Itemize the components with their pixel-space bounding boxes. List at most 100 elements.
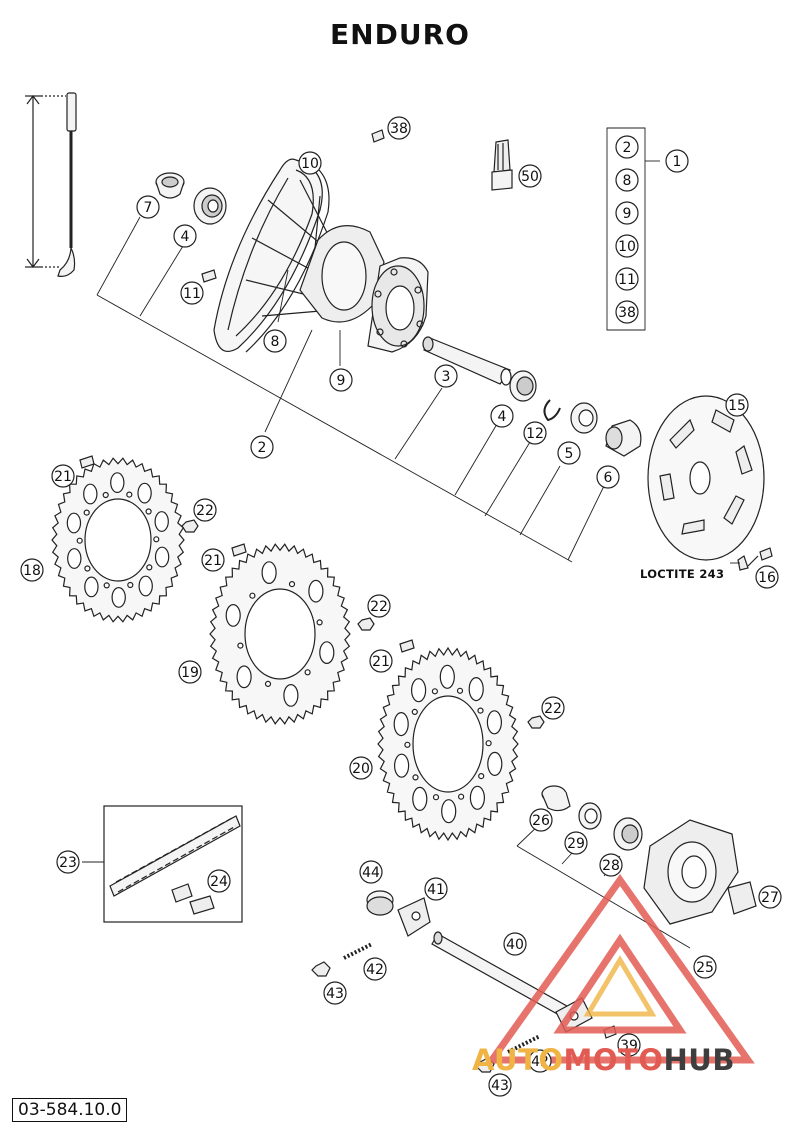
callout-label: 2 xyxy=(258,440,267,456)
callout-label: 7 xyxy=(144,200,153,216)
callout-bubble xyxy=(596,465,620,489)
sprocket-20 xyxy=(377,646,519,842)
callout-label: 43 xyxy=(326,986,344,1002)
bearing-4-upper xyxy=(193,187,227,225)
callout-bubble xyxy=(323,981,347,1005)
callout-label: 1 xyxy=(673,154,682,170)
callout-38b: 38 xyxy=(615,300,639,324)
callout-bubble xyxy=(387,116,411,140)
callout-bubble xyxy=(250,435,274,459)
spacer-26 xyxy=(541,785,571,812)
callout-label: 22 xyxy=(544,701,562,717)
callout-bubble xyxy=(424,877,448,901)
watermark-part-1: AUTO xyxy=(472,1043,564,1077)
callout-label: 20 xyxy=(352,761,370,777)
callout-label: 42 xyxy=(366,962,384,978)
callout-bubble xyxy=(503,932,527,956)
chain-adjuster-41 xyxy=(397,897,431,937)
callout-41: 41 xyxy=(424,877,448,901)
callout-5: 5 xyxy=(557,441,581,465)
callout-bubble xyxy=(758,885,782,909)
callout-label: 28 xyxy=(602,858,620,874)
callout-label: 9 xyxy=(337,373,346,389)
callout-label: 10 xyxy=(301,156,319,172)
callout-22c: 22 xyxy=(541,696,565,720)
callout-8a: 8 xyxy=(263,329,287,353)
callout-3: 3 xyxy=(434,364,458,388)
callout-bubble xyxy=(564,831,588,855)
callout-2b: 2 xyxy=(615,135,639,159)
callout-label: 50 xyxy=(521,169,539,185)
callout-label: 11 xyxy=(618,272,636,288)
watermark-logo xyxy=(485,873,755,1064)
callout-label: 24 xyxy=(210,874,228,890)
callout-label: 18 xyxy=(23,563,41,579)
callout-44: 44 xyxy=(359,860,383,884)
callout-label: 16 xyxy=(758,570,776,586)
callout-bubble xyxy=(523,421,547,445)
callout-bubble xyxy=(369,649,393,673)
callout-18: 18 xyxy=(20,558,44,582)
callout-label: 8 xyxy=(271,334,280,350)
callout-bubble xyxy=(180,281,204,305)
adjuster-44 xyxy=(366,890,394,916)
callout-label: 22 xyxy=(370,599,388,615)
callout-bubble xyxy=(615,234,639,258)
callout-43a: 43 xyxy=(323,981,347,1005)
spacer-sleeve-3 xyxy=(422,336,512,386)
callout-bubble xyxy=(51,464,75,488)
callout-label: 43 xyxy=(491,1078,509,1094)
callout-label: 26 xyxy=(532,813,550,829)
callout-label: 21 xyxy=(204,553,222,569)
callout-19: 19 xyxy=(178,660,202,684)
callout-bubble xyxy=(136,195,160,219)
callout-bubble xyxy=(615,267,639,291)
callout-25: 25 xyxy=(693,955,717,979)
callout-12: 12 xyxy=(523,421,547,445)
watermark-text: AUTOMOTOHUB xyxy=(472,1043,735,1077)
callout-bubble xyxy=(298,151,322,175)
callout-bubble xyxy=(263,329,287,353)
callout-label: 22 xyxy=(196,503,214,519)
brake-disc-15 xyxy=(647,395,765,561)
callout-label: 4 xyxy=(181,229,190,245)
loctite-note: LOCTITE 243 xyxy=(640,567,725,581)
callout-29: 29 xyxy=(564,831,588,855)
callout-label: 41 xyxy=(427,882,445,898)
callout-bubble xyxy=(557,441,581,465)
callout-10b: 10 xyxy=(615,234,639,258)
spring-42-lower xyxy=(507,1034,541,1054)
callout-bubble xyxy=(528,1049,552,1073)
callout-bubble xyxy=(617,1033,641,1057)
callout-label: 44 xyxy=(362,865,380,881)
callout-24: 24 xyxy=(207,869,231,893)
callout-21a: 21 xyxy=(51,464,75,488)
callout-10a: 10 xyxy=(298,151,322,175)
callout-21b: 21 xyxy=(201,548,225,572)
chain-23 xyxy=(103,805,243,923)
callout-bubble xyxy=(665,149,689,173)
callout-42b: 42 xyxy=(528,1049,552,1073)
bearing-4-lower xyxy=(509,370,537,402)
spring-42-upper xyxy=(343,942,373,960)
callout-9b: 9 xyxy=(615,201,639,225)
callout-layer: 3810507411892341256128910113815162122182… xyxy=(20,116,782,1097)
callout-bubble xyxy=(615,201,639,225)
callout-bubble xyxy=(490,404,514,428)
callout-bubble xyxy=(434,364,458,388)
callout-11b: 11 xyxy=(615,267,639,291)
seal-29 xyxy=(578,802,602,830)
callout-22b: 22 xyxy=(367,594,391,618)
callout-39: 39 xyxy=(617,1033,641,1057)
callout-label: 38 xyxy=(618,305,636,321)
callout-8b: 8 xyxy=(615,168,639,192)
spoke-wrench-50 xyxy=(491,139,513,191)
spoke-gauge xyxy=(25,92,77,277)
callout-22a: 22 xyxy=(193,498,217,522)
callout-bubble xyxy=(518,164,542,188)
callout-11a: 11 xyxy=(180,281,204,305)
hub-9 xyxy=(299,225,429,353)
callout-label: 23 xyxy=(59,855,77,871)
